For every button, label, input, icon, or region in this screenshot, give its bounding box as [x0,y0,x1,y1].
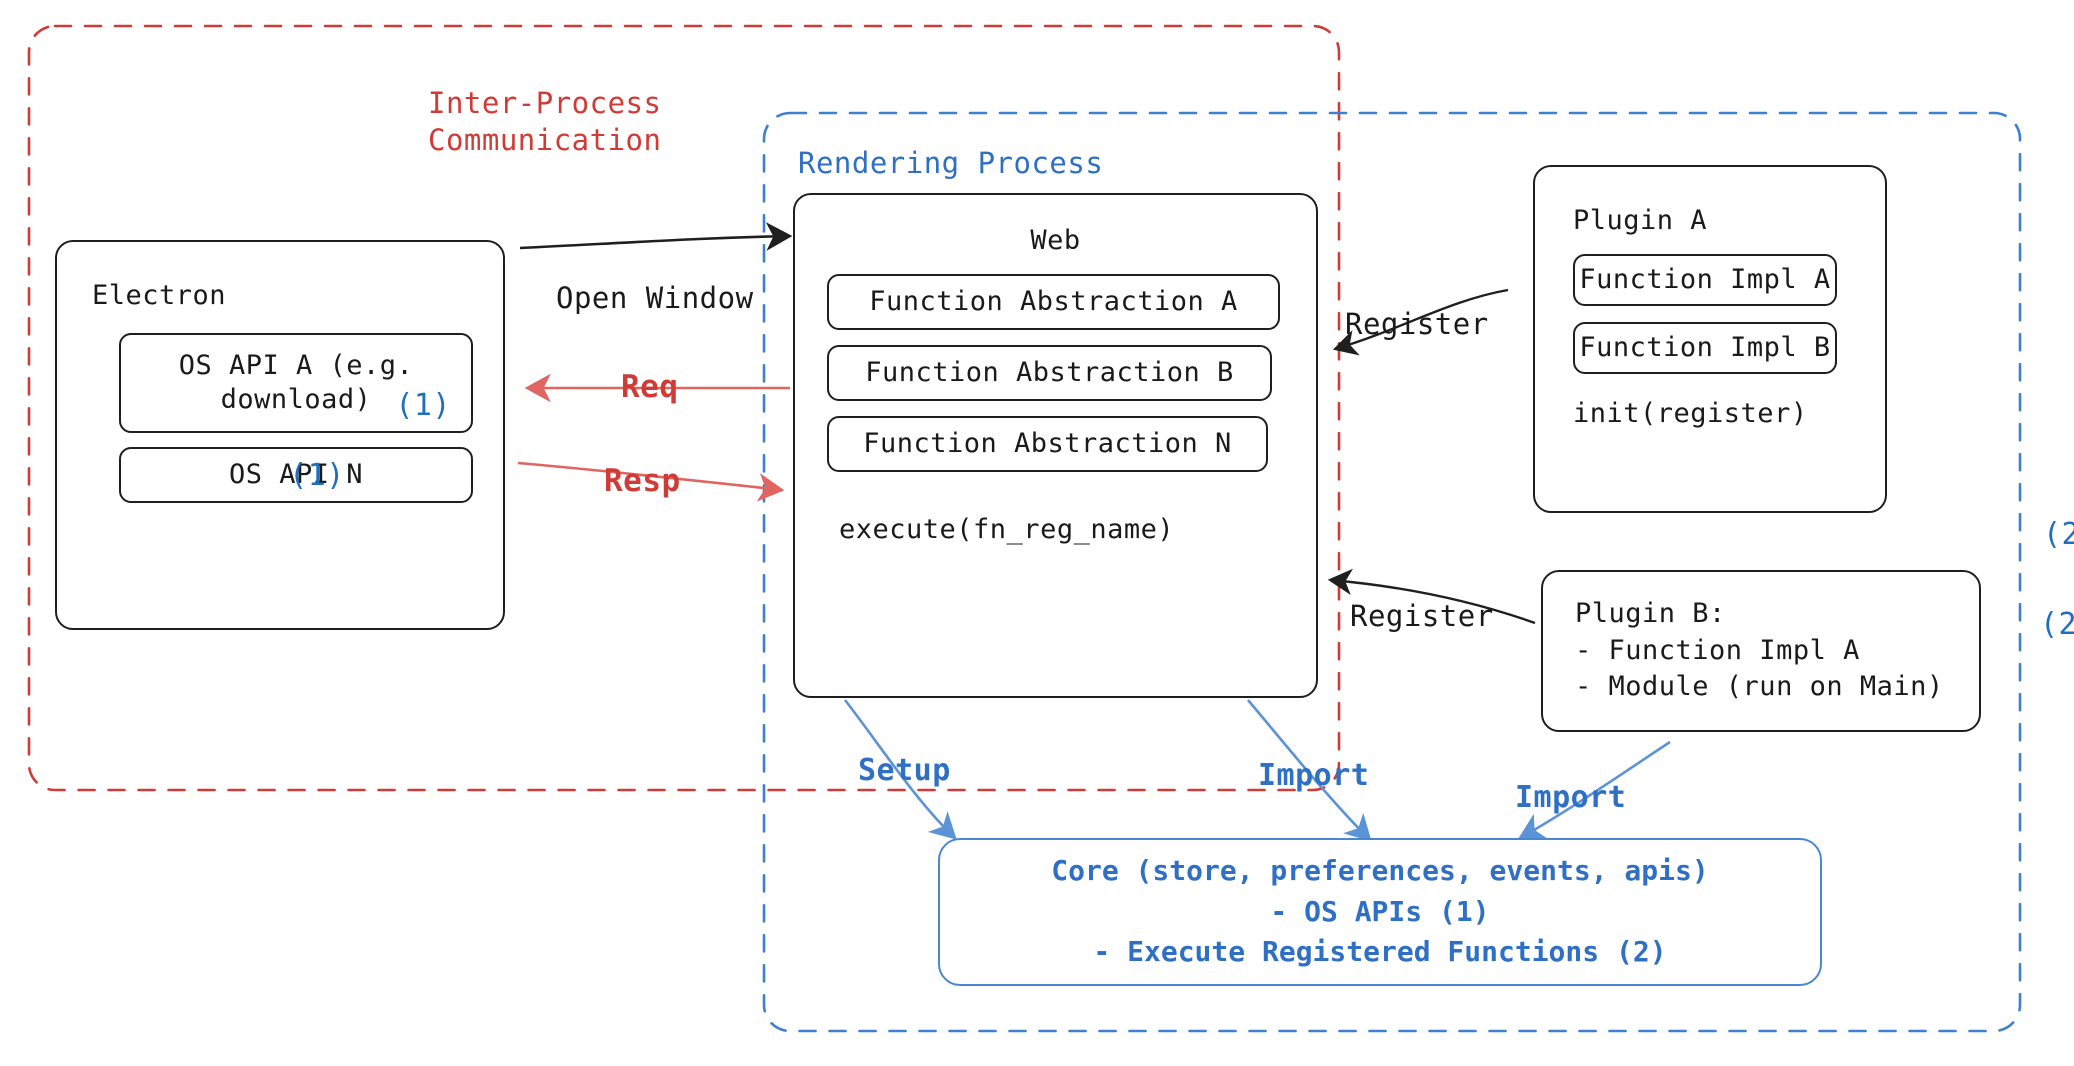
plugin-a-footer: init(register) [1573,398,1808,429]
web-node[interactable]: Web Function Abstraction A (2) Function … [793,193,2074,698]
import-plugin-b-label: Import [1515,780,1627,815]
open-window-label: Open Window [556,281,754,315]
open-window-arrow [519,222,793,251]
plugin-b-node[interactable]: Plugin B: - Function Impl A - Module (ru… [1541,570,1981,732]
function-abstraction-n-box[interactable]: Function Abstraction N [827,416,1268,472]
function-abstraction-b-marker: (2) [2040,607,2074,642]
function-abstraction-b-label: Function Abstraction B [865,357,1234,389]
os-api-a-label: OS API A (e.g. download) [178,350,414,415]
register-a-label: Register [1345,307,1489,341]
function-abstraction-b-box[interactable]: Function Abstraction B [827,345,1272,401]
web-footer: execute(fn_reg_name) [839,514,1175,545]
import-web-label: Import [1258,758,1370,793]
os-api-n-box[interactable]: OS API N (1) [119,447,473,503]
plugin-a-title: Plugin A [1573,205,1708,236]
web-title: Web [1030,225,1081,256]
req-label: Req [621,369,679,405]
os-api-a-box[interactable]: OS API A (e.g. download) (1) [119,333,473,433]
ipc-container-label: Inter-Process Communication [428,86,662,158]
electron-title: Electron [92,280,227,311]
function-impl-b-box[interactable]: Function Impl B [1573,322,1837,374]
rendering-container-label: Rendering Process [798,146,1104,180]
os-api-n-label: OS API N [228,459,364,491]
core-node[interactable]: Core (store, preferences, events, apis) … [938,838,1822,986]
function-abstraction-a-label: Function Abstraction A [869,286,1238,318]
resp-label: Resp [604,463,681,499]
os-api-a-marker: (1) [395,388,451,423]
electron-node[interactable]: Electron OS API A (e.g. download) (1) OS… [55,240,505,630]
function-impl-a-box[interactable]: Function Impl A [1573,254,1837,306]
plugin-a-node[interactable]: Plugin A Function Impl A Function Impl B… [1533,165,1887,513]
function-abstraction-a-marker: (2) [2043,517,2074,552]
function-impl-a-label: Function Impl A [1579,264,1831,296]
function-abstraction-n-label: Function Abstraction N [863,428,1232,460]
register-b-label: Register [1350,599,1494,633]
function-impl-b-label: Function Impl B [1579,332,1831,364]
setup-label: Setup [858,753,951,788]
function-abstraction-a-box[interactable]: Function Abstraction A [827,274,1280,330]
plugin-b-text: Plugin B: - Function Impl A - Module (ru… [1575,598,1944,703]
os-api-n-marker: (1) [289,457,345,493]
